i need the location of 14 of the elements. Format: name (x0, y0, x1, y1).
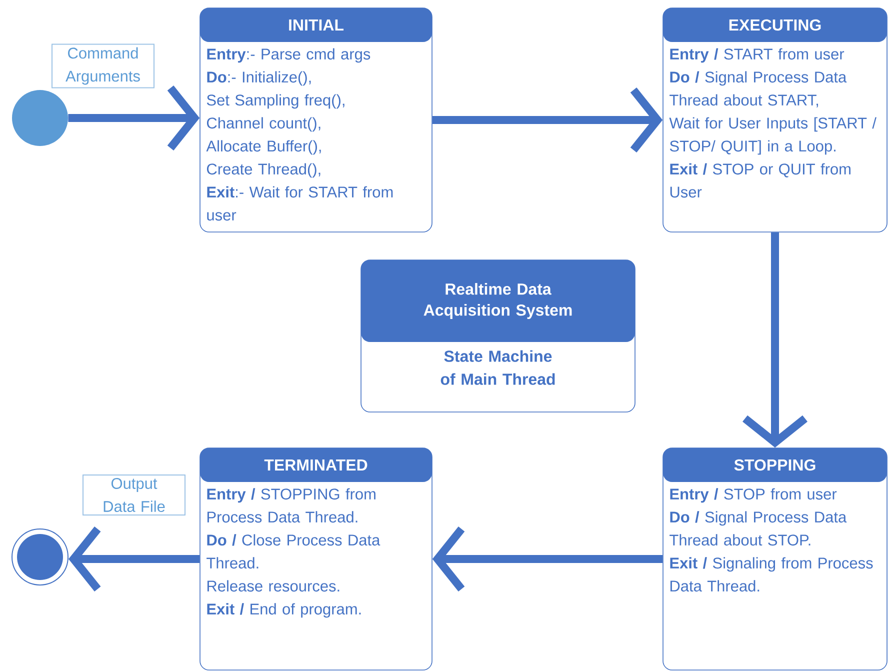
arrow (432, 526, 663, 592)
initial-state-circle (12, 90, 68, 146)
title-card: Realtime Data Acquisition System State Machine of Main Thread (360, 260, 636, 412)
arrow (68, 85, 200, 150)
state-box: TERMINATED Entry / STOPPING from Process Data Thread. Do / Close Process Data Thread. Release resources. Exit / End of program. (200, 448, 432, 670)
state-box: EXECUTING Entry / START from user Do / Signal Process Data Thread about START, Wait for User Inputs [START / STOP/ QUIT] in a Loop. Exit / STOP or QUIT from User (662, 8, 888, 232)
arrow (68, 526, 200, 592)
state-box: INITIAL Entry:- Parse cmd args Do:- Initialize(), Set Sampling freq(), Channel count(), Allocate Buffer(), Create Thread(), Exit:- Wait for START from user (200, 8, 432, 232)
final-state-circle (12, 528, 68, 586)
state-box: STOPPING Entry / STOP from user Do / Signal Process Data Thread about STOP. Exit / Signaling from Process Data Thread. (662, 448, 888, 670)
edge-label: Command Arguments (52, 44, 154, 88)
arrow (432, 87, 663, 152)
edge-label: Output Data File (82, 474, 186, 516)
arrow (742, 232, 808, 448)
